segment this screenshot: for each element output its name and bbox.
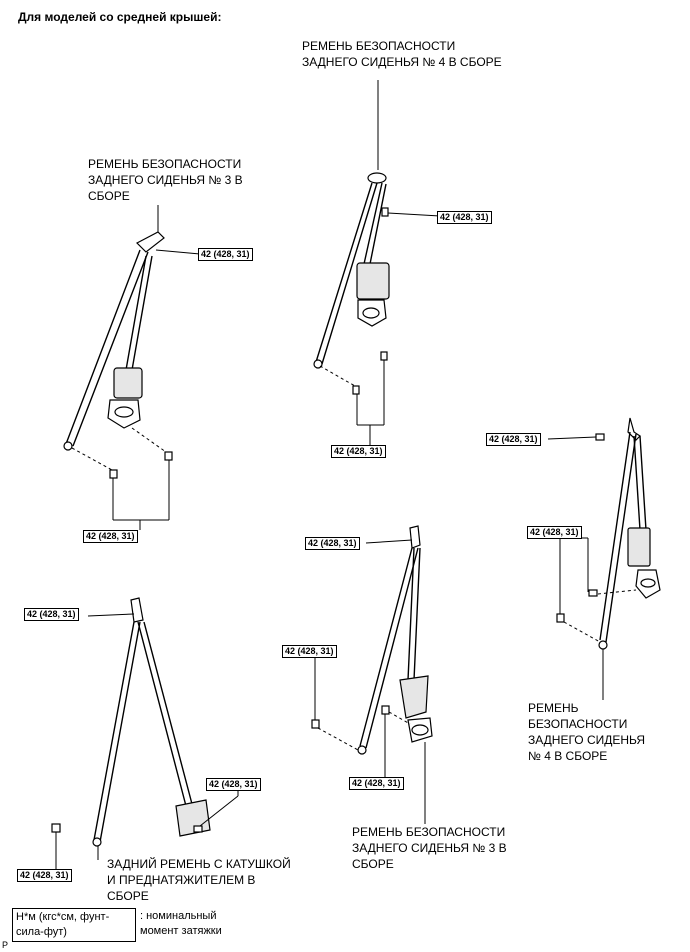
caption-belt-no3-left: РЕМЕНЬ БЕЗОПАСНОСТИ ЗАДНЕГО СИДЕНЬЯ № 3 …: [88, 157, 243, 203]
torque-spec: 42 (428, 31): [282, 645, 337, 658]
torque-spec: 42 (428, 31): [83, 530, 138, 543]
belt-no3-left-assembly: [63, 205, 201, 530]
page-title: Для моделей со средней крышей:: [18, 10, 222, 24]
belt-no4-top-assembly: [313, 80, 441, 446]
belt-no4-right-assembly: [547, 417, 661, 700]
caption-belt-no3-bottom: РЕМЕНЬ БЕЗОПАСНОСТИ ЗАДНЕГО СИДЕНЬЯ № 3 …: [352, 825, 507, 871]
rear-pretensioner-belt-assembly: [51, 597, 239, 870]
caption-belt-no4-top: РЕМЕНЬ БЕЗОПАСНОСТИ ЗАДНЕГО СИДЕНЬЯ № 4 …: [302, 39, 502, 69]
torque-spec: 42 (428, 31): [437, 211, 492, 224]
torque-spec: 42 (428, 31): [206, 778, 261, 791]
torque-spec: 42 (428, 31): [24, 608, 79, 621]
caption-rear-pretensioner-belt: ЗАДНИЙ РЕМЕНЬ С КАТУШКОЙ И ПРЕДНАТЯЖИТЕЛ…: [107, 857, 291, 903]
torque-spec: 42 (428, 31): [486, 433, 541, 446]
torque-spec: 42 (428, 31): [17, 869, 72, 882]
torque-spec: 42 (428, 31): [527, 526, 582, 539]
torque-spec: 42 (428, 31): [331, 445, 386, 458]
torque-spec: 42 (428, 31): [198, 248, 253, 261]
torque-spec: 42 (428, 31): [349, 777, 404, 790]
belt-no3-bottom-assembly: [311, 525, 433, 824]
legend-description: : номинальный момент затяжки: [140, 910, 222, 937]
corner-mark: P: [2, 940, 9, 950]
torque-spec: 42 (428, 31): [305, 537, 360, 550]
caption-belt-no4-right: РЕМЕНЬ БЕЗОПАСНОСТИ ЗАДНЕГО СИДЕНЬЯ № 4 …: [528, 701, 646, 763]
legend-unit-box: Н*м (кгс*см, фунт- сила-фут): [12, 908, 136, 942]
